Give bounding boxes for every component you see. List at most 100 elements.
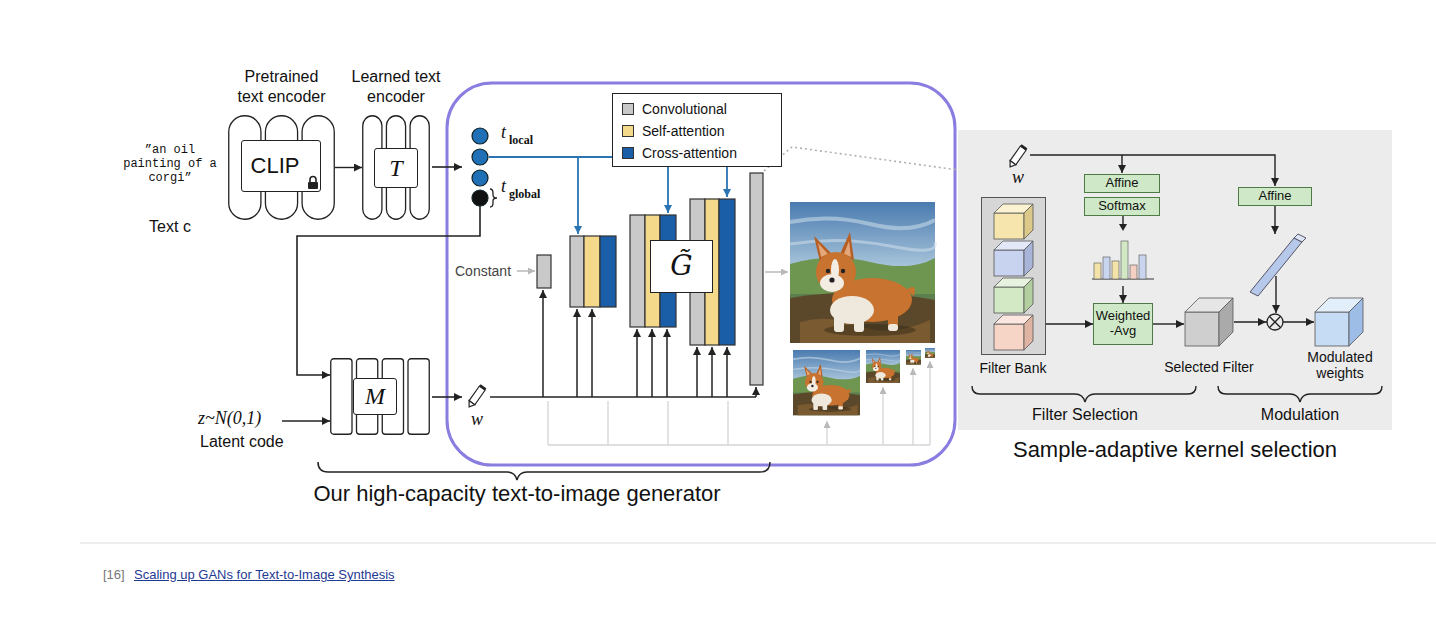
style-wires: [591, 309, 593, 397]
layer-pill: [331, 359, 352, 435]
mapping-network: M: [330, 358, 430, 435]
text-encoder-block: Learned text encoderT: [362, 115, 430, 220]
filter-cube: [994, 278, 1033, 313]
legend-swatch: [622, 147, 634, 159]
generator-layers: [584, 236, 600, 307]
generated-images: [906, 350, 921, 365]
multiscale-wires: [727, 401, 728, 445]
generated-images: [790, 202, 935, 343]
op-label: Affine: [1085, 176, 1159, 191]
multiscale-wires: [667, 401, 668, 445]
legend-swatch: [622, 103, 634, 115]
style-vector-icon: [466, 401, 475, 409]
cube-front: [994, 287, 1024, 313]
legend-item: Cross-attention: [622, 144, 737, 162]
affine-box: Affine: [1238, 187, 1312, 206]
connector-arrow: [1046, 323, 1093, 324]
style-wires: [542, 290, 544, 397]
softmax-box: Softmax: [1084, 197, 1160, 216]
generated-images: [790, 202, 935, 415]
filter-bank: Filter Bank: [981, 197, 1046, 355]
legend-item: Convolutional: [622, 100, 727, 118]
generator-layers: [630, 215, 645, 327]
cube-side: [1024, 204, 1033, 239]
legend-label: Convolutional: [642, 100, 727, 118]
style-wires: [651, 329, 653, 397]
selection-histogram: [1094, 241, 1146, 279]
lock-icon: [307, 175, 319, 190]
op-label: Softmax: [1085, 199, 1159, 214]
style-symbol: w: [471, 409, 483, 431]
text-encoder-block: Pretrained text encoderCLIP: [228, 115, 335, 220]
multiply-symbol: [1258, 318, 1266, 326]
weighted-average-box: Weighted -Avg: [1093, 303, 1153, 345]
generator-layers: [719, 199, 735, 345]
input-label: Constant: [455, 263, 511, 280]
multiscale-wires: [826, 421, 827, 445]
token-subscript: global: [509, 187, 540, 201]
selection-histogram: [1103, 257, 1110, 279]
generator-outline: [447, 83, 955, 465]
multiply-symbol: [1267, 314, 1283, 330]
style-wires: [726, 347, 728, 397]
layer-pill: [408, 359, 429, 435]
affine-box: Affine: [1084, 174, 1160, 193]
prompt-text: ”an oil painting of a corgi”: [120, 143, 220, 185]
token-subscript: local: [509, 133, 533, 147]
token-symbol: t: [501, 176, 506, 198]
output-arrow: [765, 271, 788, 273]
cube-side: [1024, 241, 1033, 276]
selection-histogram: [1121, 241, 1128, 279]
style-wires: [1121, 155, 1122, 173]
footer-rule: [80, 543, 1436, 544]
connector-arrow: [335, 167, 362, 168]
token-circles: [472, 128, 488, 206]
style-vector-icon: [1007, 144, 1027, 168]
selection-histogram: [1086, 224, 1158, 286]
reference-link: Scaling up GANs for Text-to-Image Synthe…: [134, 567, 395, 583]
multiply-symbol: [1269, 316, 1280, 327]
modulation-vector: [1250, 238, 1302, 296]
cube-front: [1315, 312, 1349, 346]
cube-side: [1024, 315, 1033, 350]
connector-arrow: [1153, 323, 1184, 324]
cube-side: [1024, 278, 1033, 313]
style-symbol: w: [1012, 167, 1024, 189]
filter-cube: [994, 241, 1033, 276]
generator-layers: [750, 173, 763, 385]
legend-item: Self-attention: [622, 122, 725, 140]
cube-side: [1349, 298, 1363, 346]
generated-images: [866, 350, 900, 383]
generated-images: [925, 348, 935, 358]
cube-front: [994, 213, 1024, 239]
group-caption: Modulation: [1200, 405, 1400, 424]
selection-histogram: [1139, 255, 1146, 279]
input-label: Latent code: [200, 432, 284, 451]
token-arrow: [432, 166, 462, 168]
style-wires: [576, 309, 578, 397]
cube-side: [1219, 298, 1233, 346]
generator-bracket: [318, 462, 770, 480]
style-vector-icon: [1020, 144, 1027, 150]
op-label: Weighted -Avg: [1094, 309, 1152, 339]
constant-arrow: [517, 270, 535, 272]
token-circles: [472, 190, 488, 206]
cube-front: [994, 324, 1024, 350]
generator-layers: [570, 173, 763, 385]
text-embedding-wires: [577, 157, 579, 234]
style-wires: [1275, 276, 1276, 313]
latent-symbol: z~N(0,1): [198, 408, 261, 430]
style-wires: [696, 347, 698, 397]
zoom-leader: [764, 147, 958, 171]
legend-swatch: [622, 125, 634, 137]
token-circles: [472, 170, 488, 186]
selection-histogram: [1119, 224, 1127, 231]
generated-images: [793, 350, 860, 415]
style-wires: [1274, 206, 1275, 234]
selection-histogram: [1130, 265, 1137, 279]
multiscale-wires: [882, 387, 883, 445]
token-symbol: t: [501, 122, 506, 144]
mapping-symbol: M: [353, 378, 397, 415]
legend-label: Cross-attention: [642, 144, 737, 162]
